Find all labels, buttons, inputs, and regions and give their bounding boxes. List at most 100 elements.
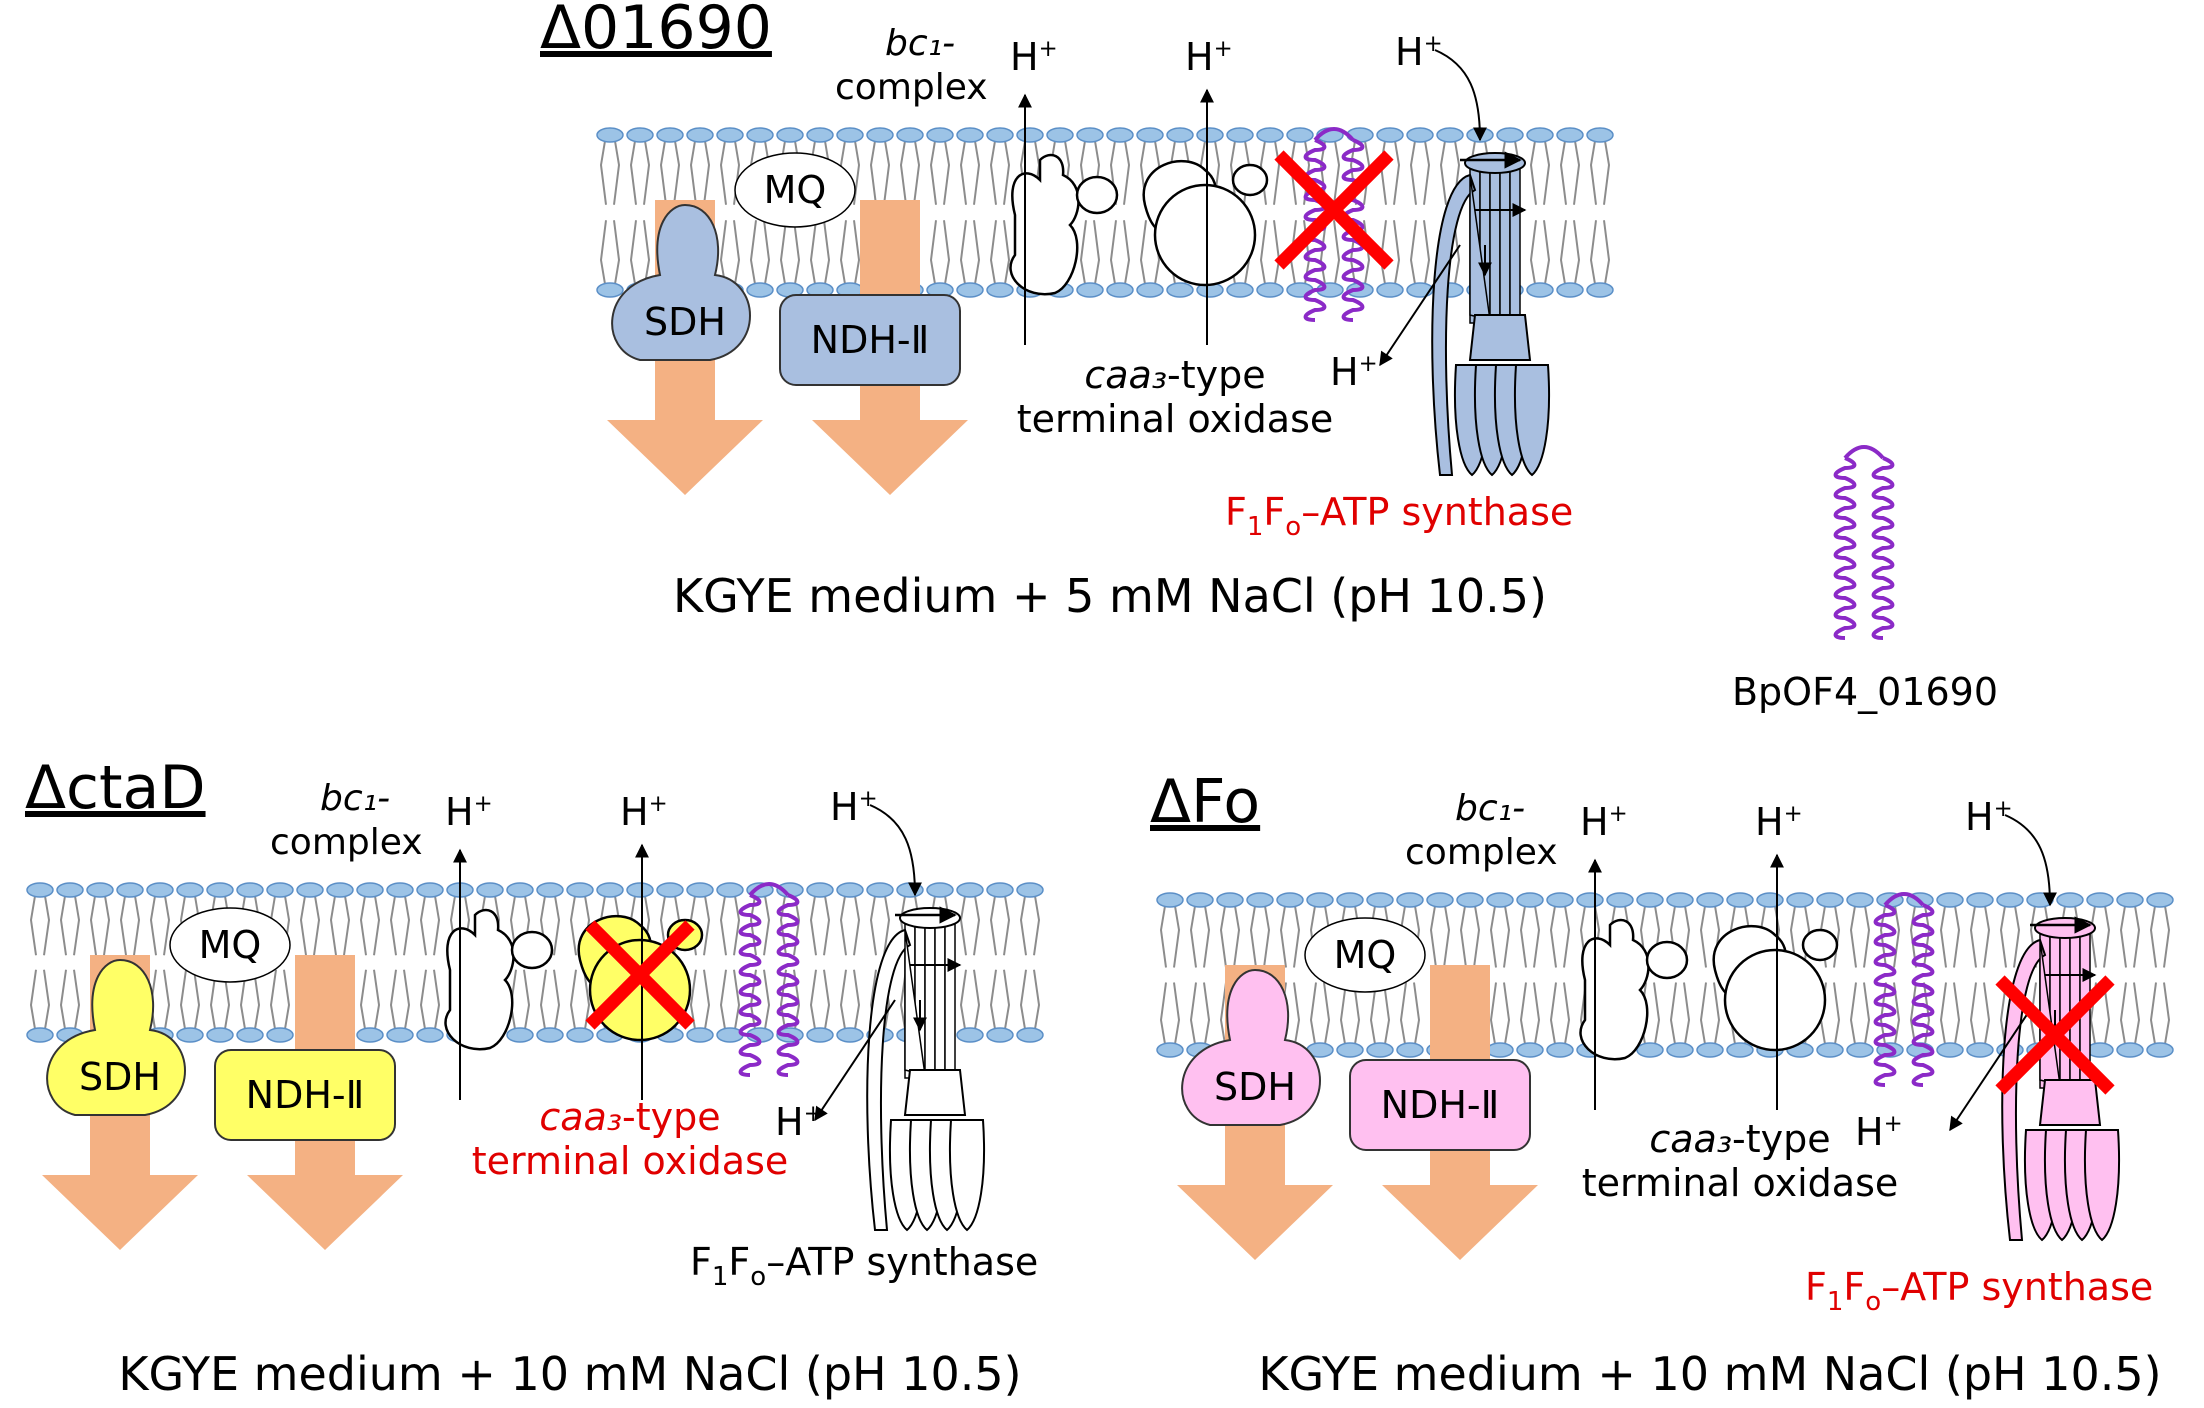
proton-out-arrow xyxy=(814,999,896,1122)
lipid-head xyxy=(656,882,684,898)
proton-symbol: H xyxy=(1755,800,1784,844)
lipid-tail xyxy=(1549,982,1557,1045)
lipid-head xyxy=(1226,282,1254,298)
legend-bpof4: BpOF4_01690 xyxy=(1732,445,1998,714)
lipid-tail xyxy=(703,895,711,956)
lipid-head xyxy=(2116,892,2144,908)
lipid-head xyxy=(386,1027,414,1043)
lipid-head xyxy=(566,882,594,898)
bc1-label-line1: bc₁- xyxy=(1455,788,1525,829)
lipid-tail xyxy=(1383,982,1391,1045)
lipid-tail xyxy=(989,895,997,956)
c-ring-subunit xyxy=(1509,162,1521,324)
lipid-tail xyxy=(779,895,787,956)
lipid-head xyxy=(1556,282,1584,298)
lipid-head xyxy=(1256,127,1284,143)
lipid-head xyxy=(2146,1042,2174,1058)
lipid-tail xyxy=(89,895,97,956)
lipid-tail xyxy=(1003,220,1011,285)
proton-charge: + xyxy=(1884,1111,1903,1137)
lipid-tail xyxy=(1003,140,1011,205)
medium-label: KGYE medium + 10 mM NaCl (pH 10.5) xyxy=(1258,1347,2161,1401)
proton-symbol: H xyxy=(1395,30,1424,74)
atp-synthase-label: F1Fo–ATP synthase xyxy=(1805,1265,2153,1317)
lipid-tail xyxy=(1333,220,1341,285)
lipid-tail xyxy=(853,895,861,956)
lipid-tail xyxy=(719,220,727,285)
lipid-head xyxy=(1016,1027,1044,1043)
lipid-head xyxy=(626,127,654,143)
lipid-head xyxy=(836,882,864,898)
bc1-complex xyxy=(1009,93,1119,345)
c-ring-subunit xyxy=(1499,162,1511,324)
lipid-tail xyxy=(1173,982,1181,1045)
stator xyxy=(866,928,912,1231)
proton-symbol: H xyxy=(1330,350,1359,394)
bc1-complex xyxy=(1579,858,1689,1110)
lipid-tail xyxy=(763,220,771,285)
lipid-tail xyxy=(1273,140,1281,205)
lipid-tail xyxy=(1309,982,1317,1045)
proton-symbol: H xyxy=(620,790,649,834)
lipid-tail xyxy=(163,969,171,1030)
lipid-tail xyxy=(959,220,967,285)
lipid-head xyxy=(1166,282,1194,298)
lipid-tail xyxy=(1939,905,1947,968)
lipid-tail xyxy=(2149,905,2157,968)
proton-charge: + xyxy=(1609,801,1628,827)
lipid-tail xyxy=(1259,140,1267,205)
sdh-label: SDH xyxy=(79,1055,161,1099)
lipid-head xyxy=(1696,892,1724,908)
lipid-head xyxy=(1156,892,1184,908)
lipid-tail xyxy=(1409,140,1417,205)
lipid-tail xyxy=(1669,982,1677,1045)
lipid-tail xyxy=(719,140,727,205)
lipid-head xyxy=(866,882,894,898)
lipid-tail xyxy=(2133,905,2141,968)
lipid-head xyxy=(1726,1042,1754,1058)
lipid-tail xyxy=(1393,140,1401,205)
ndh-label: NDH-Ⅱ xyxy=(246,1073,365,1117)
lipid-tail xyxy=(973,220,981,285)
proton-symbol: H xyxy=(445,790,474,834)
lipid-tail xyxy=(1293,905,1301,968)
oxidase-subunit xyxy=(1231,163,1269,197)
atp-synthase xyxy=(2001,916,2121,1242)
lipid-tail xyxy=(733,895,741,956)
lipid-tail xyxy=(1303,140,1311,205)
proton-label: H+ xyxy=(445,790,493,834)
lipid-head xyxy=(836,127,864,143)
lipid-tail xyxy=(389,895,397,956)
lipid-tail xyxy=(1399,982,1407,1045)
lipid-head xyxy=(1846,1042,1874,1058)
lipid-tail xyxy=(959,895,967,956)
lipid-head xyxy=(536,882,564,898)
lipid-tail xyxy=(2119,982,2127,1045)
lipid-tail xyxy=(1543,140,1551,205)
lipid-tail xyxy=(1229,140,1237,205)
mq-label: MQ xyxy=(199,923,262,967)
lipid-tail xyxy=(1533,982,1541,1045)
lipid-tail xyxy=(1409,220,1417,285)
proton-in-arrow xyxy=(869,804,922,897)
lipid-tail xyxy=(29,895,37,956)
proton-out-arrow xyxy=(1379,244,1461,367)
lipid-tail xyxy=(809,969,817,1030)
lipid-tail xyxy=(719,969,727,1030)
lipid-head xyxy=(1786,892,1814,908)
proton-label: H+ xyxy=(1855,1110,1903,1154)
lipid-head xyxy=(356,1027,384,1043)
helix-loop xyxy=(1313,127,1355,142)
lipid-head xyxy=(1936,1042,1964,1058)
lipid-tail xyxy=(1333,140,1341,205)
oxidase-label-line1: caa₃-type xyxy=(1649,1117,1830,1161)
lipid-tail xyxy=(1159,905,1167,968)
lipid-tail xyxy=(1699,982,1707,1045)
lipid-tail xyxy=(1503,982,1511,1045)
lipid-head xyxy=(746,127,774,143)
lipid-head xyxy=(1406,127,1434,143)
lipid-head xyxy=(1436,127,1464,143)
lipid-tail xyxy=(2013,905,2021,968)
stator xyxy=(1431,173,1477,476)
lipid-tail xyxy=(929,140,937,205)
